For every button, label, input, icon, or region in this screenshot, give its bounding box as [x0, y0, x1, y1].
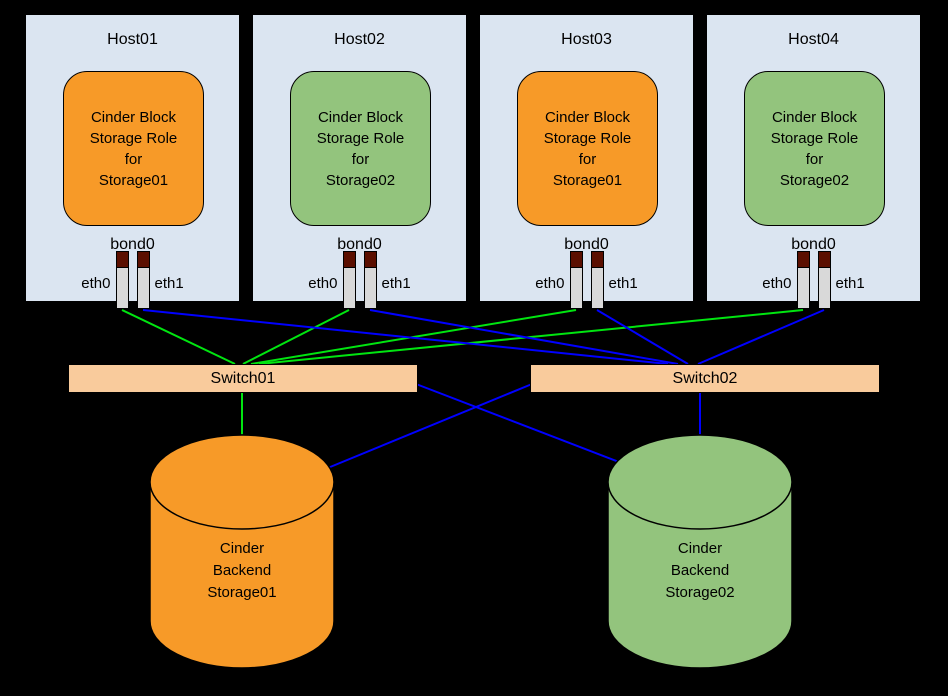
role-text-line: Storage01	[552, 171, 623, 189]
nic-port	[363, 251, 377, 309]
storage-label-line: Storage02	[665, 584, 735, 601]
nic-port-cap	[590, 251, 604, 268]
link-host02-eth1-switch02	[369, 309, 679, 365]
link-switch02-storage01	[317, 383, 533, 473]
nic-port-body	[569, 268, 583, 309]
storage01-cylinder	[149, 434, 335, 669]
bond-label: bond0	[110, 236, 155, 253]
nic-port-cap	[115, 251, 129, 268]
nic-port-body	[342, 268, 356, 309]
storage-label-line: Storage01	[207, 584, 277, 601]
nic-port	[569, 251, 583, 309]
storage02-cylinder	[607, 434, 793, 669]
nic-port-cap	[363, 251, 377, 268]
eth0-label: eth0	[81, 275, 111, 292]
role-text-line: for	[805, 150, 824, 168]
host-box-host01: Host01 Cinder Block Storage Role for Sto…	[25, 14, 240, 309]
switch02-box: Switch02	[530, 364, 880, 393]
bond-label: bond0	[564, 236, 609, 253]
link-switch01-storage02	[415, 383, 646, 473]
host-title: Host01	[107, 31, 158, 48]
host-box-host02: Host02 Cinder Block Storage Role for Sto…	[252, 14, 467, 309]
role-text-line: Storage Role	[543, 129, 632, 147]
nic-port	[590, 251, 604, 309]
link-host01-eth1-switch02	[142, 309, 669, 365]
nic-port-cap	[569, 251, 583, 268]
host-title: Host03	[561, 31, 612, 48]
storage02-label: Cinder Backend Storage02	[608, 538, 792, 604]
storage01-label: Cinder Backend Storage01	[150, 538, 334, 604]
host-title: Host02	[334, 31, 385, 48]
link-host04-eth1-switch02	[697, 309, 825, 365]
bond-label: bond0	[337, 236, 382, 253]
role-text-line: Cinder Block	[771, 108, 858, 126]
nic-port-body	[363, 268, 377, 309]
storage-label-line: Cinder	[219, 540, 265, 557]
nic-graphic: eth0 eth1	[26, 251, 239, 309]
switch02-label: Switch02	[672, 369, 738, 387]
nic-port-cap	[136, 251, 150, 268]
nic-port-body	[115, 268, 129, 309]
nic-port-body	[817, 268, 831, 309]
role-text-line: Storage02	[779, 171, 850, 189]
storage-label-line: Backend	[670, 562, 730, 579]
nic-graphic: eth0 eth1	[480, 251, 693, 309]
link-host03-eth1-switch02	[596, 309, 689, 365]
host-title: Host04	[788, 31, 839, 48]
nic-port	[342, 251, 356, 309]
switch01-box: Switch01	[68, 364, 418, 393]
role-text-line: Storage Role	[316, 129, 405, 147]
host-box-host04: Host04 Cinder Block Storage Role for Sto…	[706, 14, 921, 309]
host-box-host03: Host03 Cinder Block Storage Role for Sto…	[479, 14, 694, 309]
eth1-label: eth1	[608, 275, 638, 292]
nic-graphic: eth0 eth1	[707, 251, 920, 309]
nic-port-body	[796, 268, 810, 309]
nic-port	[136, 251, 150, 309]
storage-label-line: Backend	[212, 562, 272, 579]
nic-port	[796, 251, 810, 309]
role-text-line: Storage Role	[770, 129, 859, 147]
nic-port-cap	[796, 251, 810, 268]
storage01-cylinder-top	[149, 434, 335, 530]
storage02-cylinder-top	[607, 434, 793, 530]
nic-port	[817, 251, 831, 309]
eth1-label: eth1	[835, 275, 865, 292]
role-text-line: Storage02	[325, 171, 396, 189]
cinder-role-box: Cinder Block Storage Role for Storage01	[517, 71, 658, 226]
cinder-role-box: Cinder Block Storage Role for Storage01	[63, 71, 204, 226]
role-text-line: Storage01	[98, 171, 169, 189]
nic-port-body	[590, 268, 604, 309]
role-text-line: for	[124, 150, 143, 168]
eth0-label: eth0	[535, 275, 565, 292]
nic-port	[115, 251, 129, 309]
role-text-line: Cinder Block	[317, 108, 404, 126]
link-host04-eth0-switch01	[258, 309, 804, 365]
eth1-label: eth1	[381, 275, 411, 292]
role-text-line: Cinder Block	[544, 108, 631, 126]
nic-port-cap	[817, 251, 831, 268]
storage-label-line: Cinder	[677, 540, 723, 557]
nic-port-body	[136, 268, 150, 309]
cinder-role-box: Cinder Block Storage Role for Storage02	[744, 71, 885, 226]
cinder-role-box: Cinder Block Storage Role for Storage02	[290, 71, 431, 226]
bond-label: bond0	[791, 236, 836, 253]
role-text-line: for	[578, 150, 597, 168]
nic-graphic: eth0 eth1	[253, 251, 466, 309]
eth1-label: eth1	[154, 275, 184, 292]
link-host02-eth0-switch01	[242, 309, 350, 365]
nic-port-cap	[342, 251, 356, 268]
eth0-label: eth0	[762, 275, 792, 292]
link-host01-eth0-switch01	[121, 309, 236, 365]
eth0-label: eth0	[308, 275, 338, 292]
switch01-label: Switch01	[210, 369, 276, 387]
role-text-line: Cinder Block	[90, 108, 177, 126]
role-text-line: for	[351, 150, 370, 168]
role-text-line: Storage Role	[89, 129, 178, 147]
